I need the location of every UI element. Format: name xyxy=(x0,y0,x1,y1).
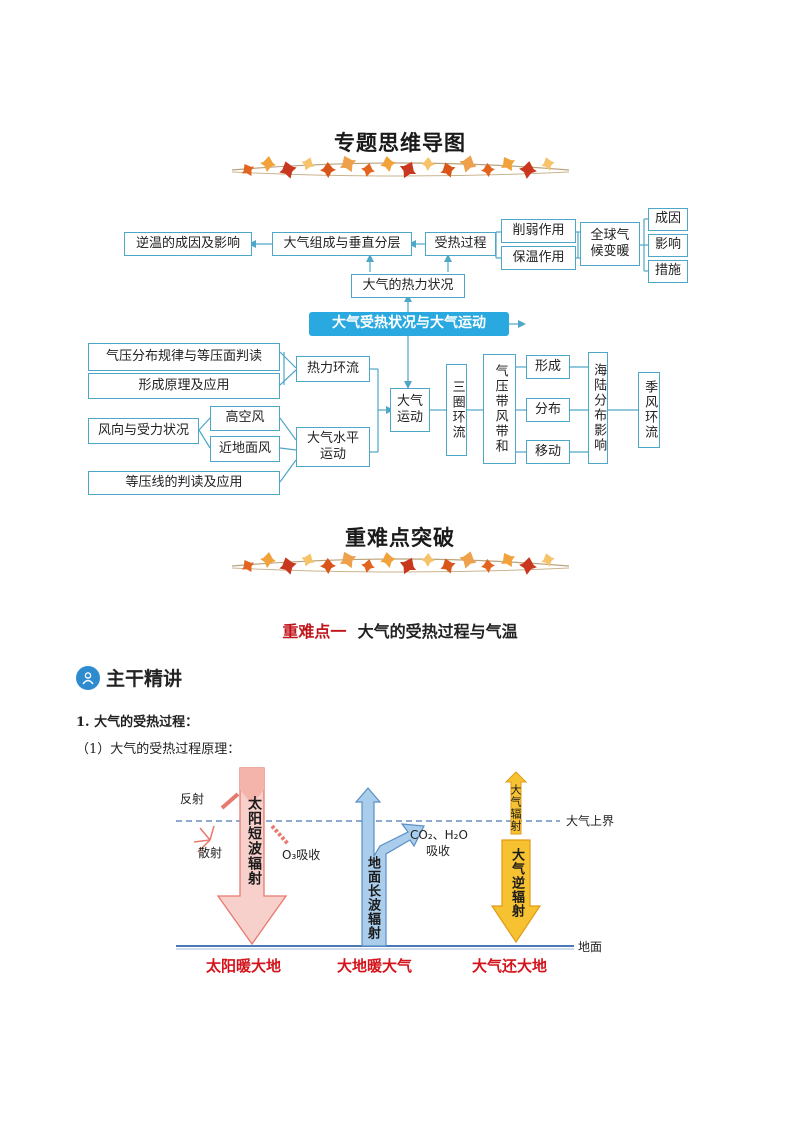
subtitle-black: 大气的受热过程与气温 xyxy=(357,622,518,641)
node-land-sea: 海陆分布影响 xyxy=(588,352,608,464)
node-heating-process: 受热过程 xyxy=(425,232,496,256)
leaf-divider-bottom xyxy=(231,551,570,575)
node-wind-force: 风向与受力状况 xyxy=(88,418,199,444)
node-impact: 影响 xyxy=(648,234,688,257)
node-pressure-belts: 气压带风带和 xyxy=(483,354,516,464)
node-high-wind: 高空风 xyxy=(210,406,280,431)
node-distribution: 分布 xyxy=(526,398,570,422)
node-formation: 形成 xyxy=(526,355,570,379)
node-isobar: 等压线的判读及应用 xyxy=(88,471,280,495)
label-ground-rad: 地面长波辐射 xyxy=(365,856,380,940)
leaf-divider-top xyxy=(231,155,570,179)
heating-diagram xyxy=(176,767,574,950)
item1: 1. 大气的受热过程： xyxy=(76,715,199,730)
label-o3-absorb: O₃吸收 xyxy=(282,848,321,862)
label-earth-warms: 大地暖大气 xyxy=(337,957,413,975)
label-scatter: 散射 xyxy=(198,846,223,860)
node-weakening: 削弱作用 xyxy=(501,219,576,243)
label-absorb: 吸收 xyxy=(426,844,451,858)
label-reflect: 反射 xyxy=(180,792,205,806)
mindmap-title: 专题思维导图 xyxy=(334,131,466,155)
label-atmos-rad: 大气辐射 xyxy=(509,784,522,832)
section2-subtitle: 重难点一 大气的受热过程与气温 xyxy=(0,618,800,642)
label-upper-boundary: 大气上界 xyxy=(566,814,615,828)
label-sun-warms: 太阳暖大地 xyxy=(206,957,282,975)
mindmap-connectors xyxy=(198,218,648,483)
label-atmos-returns: 大气还大地 xyxy=(472,957,548,975)
person-icon xyxy=(76,665,100,690)
node-movement: 移动 xyxy=(526,440,570,464)
label-co2-h2o: CO₂、H₂O xyxy=(410,828,468,842)
node-composition: 大气组成与垂直分层 xyxy=(272,232,412,256)
node-thermal-state: 大气的热力状况 xyxy=(351,274,465,298)
subtitle-red: 重难点一 xyxy=(282,622,347,641)
node-cause: 成因 xyxy=(648,208,688,231)
node-insulation: 保温作用 xyxy=(501,246,576,270)
section2-title: 重难点突破 xyxy=(345,526,455,550)
label-ground: 地面 xyxy=(578,940,603,954)
node-global-warming: 全球气候变暖 xyxy=(580,222,640,266)
node-thermal-circulation: 热力环流 xyxy=(296,356,370,382)
node-three-cells: 三圈环流 xyxy=(446,364,467,456)
label-counter-rad: 大气逆辐射 xyxy=(509,848,524,918)
main-points-title: 主干精讲 xyxy=(106,668,183,690)
label-solar: 太阳短波辐射 xyxy=(246,796,262,886)
main-points-header: 主干精讲 xyxy=(76,664,182,691)
node-inversion: 逆温的成因及影响 xyxy=(124,232,252,256)
node-atmos-motion: 大气运动 xyxy=(390,388,430,432)
node-horizontal-motion: 大气水平运动 xyxy=(296,427,370,467)
node-measures: 措施 xyxy=(648,260,688,283)
item1-1: （1）大气的受热过程原理： xyxy=(76,742,241,757)
node-surface-wind: 近地面风 xyxy=(210,436,280,462)
node-formation-principle: 形成原理及应用 xyxy=(88,373,280,399)
node-monsoon: 季风环流 xyxy=(638,372,660,448)
node-pressure-rule: 气压分布规律与等压面判读 xyxy=(88,343,280,371)
node-core: 大气受热状况与大气运动 xyxy=(309,312,509,336)
